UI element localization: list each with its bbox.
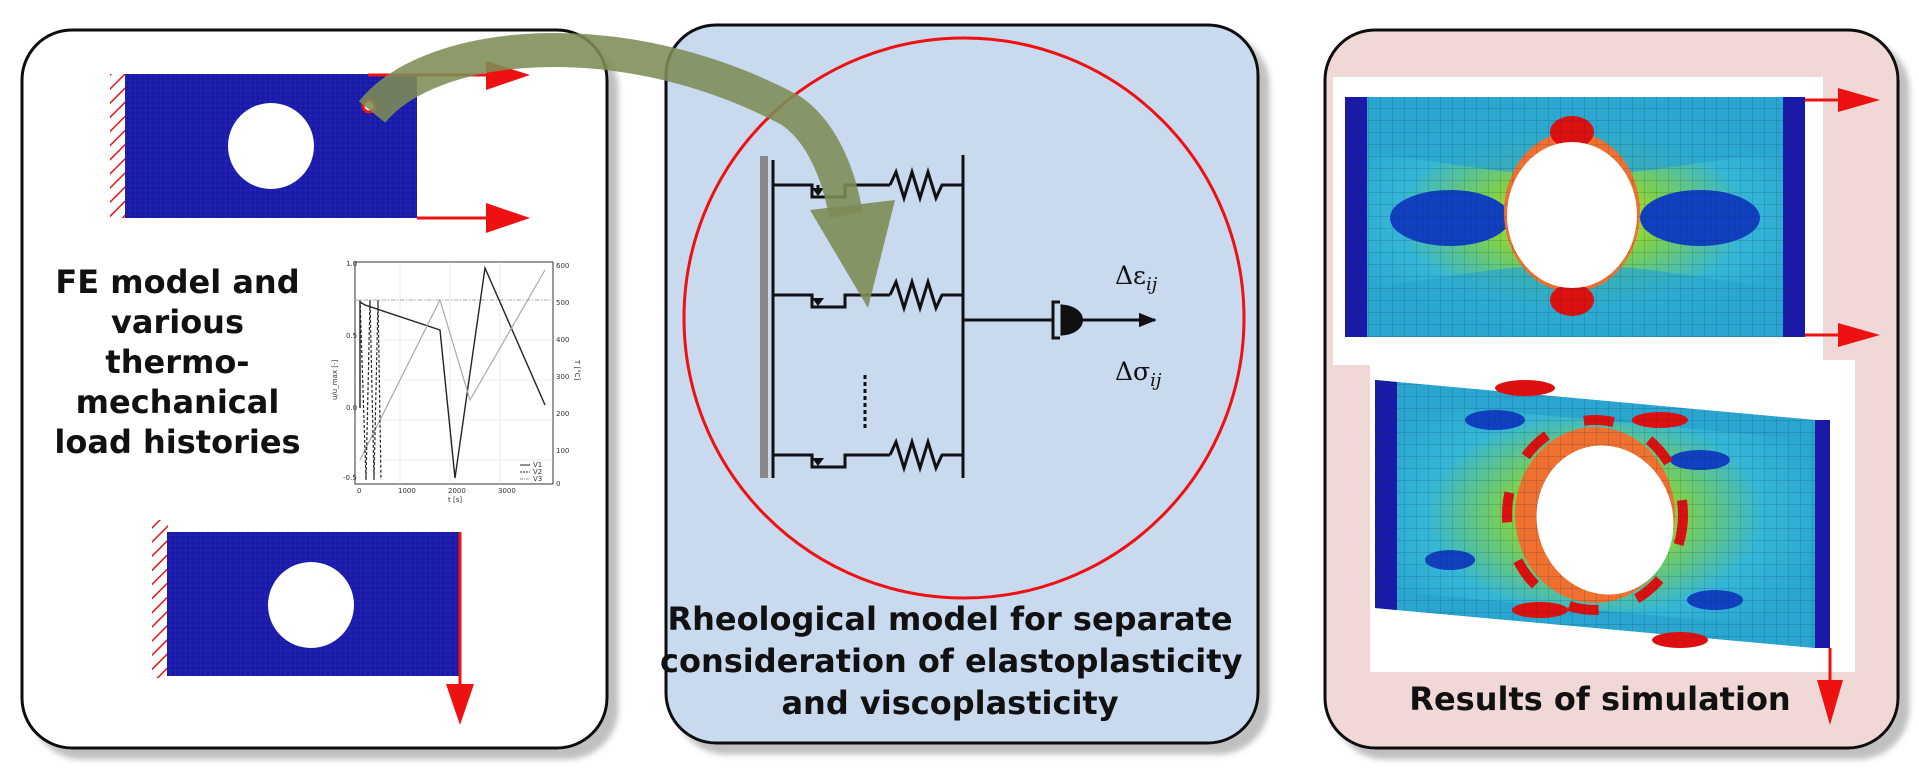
- y2-tick-2: 500: [556, 299, 569, 307]
- fe-model-top: [110, 61, 530, 233]
- plot-legend: V1 V2 V3: [520, 461, 542, 483]
- load-history-plot: 1.0 0.5 0.0 -0.5 600 500 400 300 200 100…: [326, 255, 581, 504]
- fe-model-bottom: [152, 520, 474, 725]
- y-axis-label: u/u_max [-]: [331, 360, 339, 400]
- legend-v1: V1: [533, 461, 542, 469]
- focus-circle: [682, 36, 1246, 600]
- result-arrow-top: [1838, 88, 1880, 112]
- load-arrow-down: [446, 684, 474, 725]
- left-caption-line-3: thermo-: [105, 343, 250, 381]
- rheological-model: [760, 155, 1157, 478]
- middle-caption: Rheological model for separate considera…: [660, 598, 1243, 724]
- connector-arrow: [358, 33, 895, 308]
- x-tick-4: 3000: [498, 487, 516, 495]
- y-tick-4: -0.5: [343, 474, 357, 482]
- x-axis-label: t [s]: [448, 496, 462, 504]
- y-tick-3: 0.0: [346, 404, 357, 412]
- hole-top-model: [228, 103, 314, 189]
- left-panel: 1.0 0.5 0.0 -0.5 600 500 400 300 200 100…: [20, 28, 609, 750]
- left-caption-line-4: mechanical: [75, 383, 280, 421]
- legend-v2: V2: [533, 468, 542, 476]
- fixed-support: [760, 156, 768, 478]
- y2-axis-label: T [°C]: [573, 359, 581, 381]
- y2-tick-7: 0: [556, 480, 560, 488]
- simulation-result-1: [1345, 97, 1805, 337]
- branch-2: [773, 276, 963, 314]
- stress-increment-label: Δσij: [1115, 357, 1162, 391]
- middle-caption-line-1: Rheological model for separate: [667, 600, 1233, 638]
- x-tick-3: 2000: [448, 487, 466, 495]
- left-caption-line-5: load histories: [54, 423, 301, 461]
- x-tick-1: 0: [357, 487, 361, 495]
- y2-tick-3: 400: [556, 336, 569, 344]
- strain-increment-label: Δεij: [1115, 261, 1158, 295]
- middle-caption-line-2: consideration of elastoplasticity: [660, 642, 1243, 680]
- y2-tick-4: 300: [556, 373, 569, 381]
- y2-tick-5: 200: [556, 410, 569, 418]
- middle-panel: Δεij Δσij: [664, 23, 1260, 745]
- branch-3: [773, 436, 963, 474]
- right-panel: [1323, 28, 1900, 750]
- left-caption: FE model and various thermo- mechanical …: [40, 262, 315, 462]
- hole-bottom-model: [268, 562, 354, 648]
- right-caption: Results of simulation: [1409, 680, 1791, 718]
- result-arrow-down: [1817, 680, 1843, 725]
- y2-tick-1: 600: [556, 262, 569, 270]
- y-tick-2: 0.5: [346, 332, 357, 340]
- middle-caption-line-3: and viscoplasticity: [781, 684, 1119, 722]
- hole-result-1: [1507, 142, 1637, 288]
- left-caption-line-2: various: [110, 303, 244, 341]
- y2-tick-6: 100: [556, 447, 569, 455]
- left-caption-line-1: FE model and: [55, 263, 300, 301]
- result-arrow-middle: [1838, 323, 1880, 347]
- hole-result-2: [1536, 445, 1674, 595]
- load-arrow-right: [486, 203, 530, 233]
- y-tick-1: 1.0: [346, 260, 357, 268]
- output-dashpot: [963, 300, 1157, 340]
- simulation-result-2: [1375, 380, 1830, 648]
- x-tick-2: 1000: [398, 487, 416, 495]
- legend-v3: V3: [533, 475, 542, 483]
